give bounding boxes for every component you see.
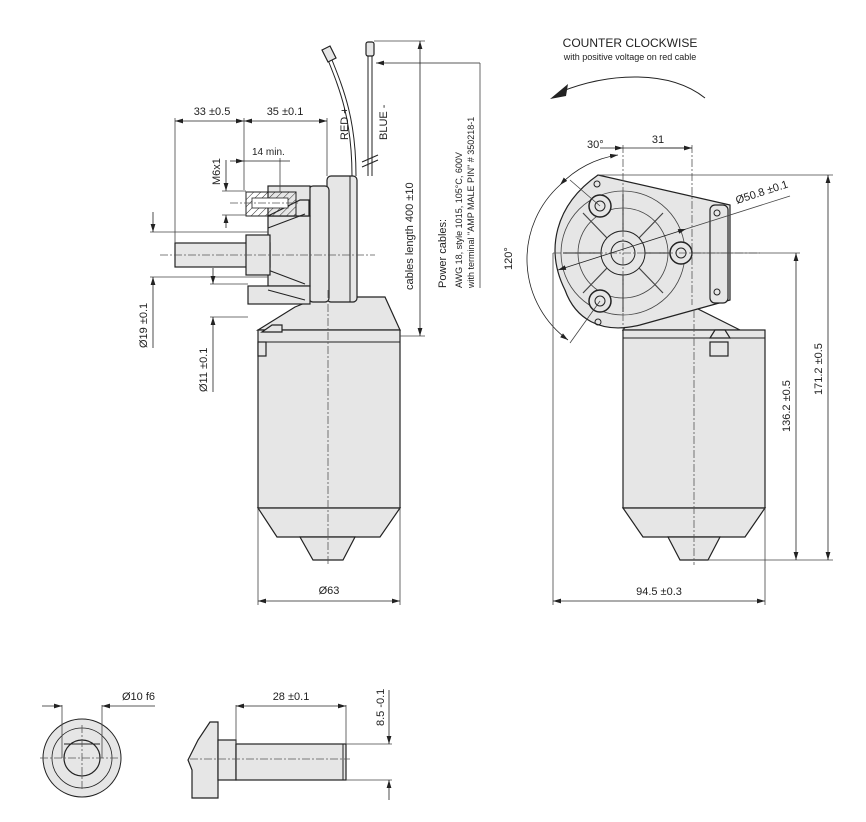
- cable-length-label: cables length 400 ±10: [404, 182, 416, 290]
- dim-bolt-circle: Ø50.8 ±0.1: [734, 179, 789, 207]
- rotation-title: COUNTER CLOCKWISE: [563, 36, 698, 50]
- dim-height-total: 171.2 ±0.5: [813, 343, 825, 395]
- dim-height-axis: 136.2 ±0.5: [781, 380, 793, 432]
- front-view: COUNTER CLOCKWISE with positive voltage …: [503, 36, 833, 605]
- dim-shaft-diameter: Ø19 ±0.1: [138, 303, 150, 348]
- blue-terminal: [365, 41, 375, 57]
- gear-housing: [326, 175, 358, 303]
- red-cable-label: RED +: [339, 107, 351, 140]
- rotation-subtitle: with positive voltage on red cable: [563, 52, 697, 62]
- thread-label: M6x1: [211, 158, 223, 185]
- red-cable: [327, 59, 353, 177]
- dim-width: 94.5 ±0.3: [636, 586, 682, 598]
- shaft-head: [187, 721, 219, 799]
- dim-shaft-length-28: 28 ±0.1: [273, 691, 310, 703]
- angle-120: 120°: [503, 247, 515, 270]
- dim-shaft-diameter-f6: Ø10 f6: [122, 691, 155, 703]
- blue-cable-label: BLUE -: [378, 104, 390, 140]
- motor-end-cap: [298, 536, 356, 561]
- side-view: 33 ±0.5 35 ±0.1 14 min. M6x1 Ø19 ±0.1 Ø1…: [138, 40, 481, 605]
- red-terminal: [321, 45, 337, 63]
- rotation-arrow: [559, 76, 706, 99]
- power-cables-title: Power cables:: [437, 219, 449, 288]
- shaft-body: [235, 743, 347, 781]
- power-cables-terminal: with terminal "AMP MALE PIN" # 350218-1: [466, 117, 476, 289]
- motor-can: [257, 329, 401, 509]
- angle-30: 30°: [587, 139, 604, 151]
- dim-flange-length: 35 ±0.1: [267, 106, 304, 118]
- shaft-detail: Ø10 f6 28 ±0.1 8.5 -0.1: [40, 689, 392, 800]
- dim-thread-depth: 14 min.: [252, 147, 285, 158]
- dim-shaft-length: 33 ±0.5: [194, 106, 231, 118]
- motor-end-cone: [256, 507, 402, 538]
- dim-offset: 31: [652, 134, 664, 146]
- power-cables-spec: AWG 18, style 1015, 105°C, 600V: [454, 152, 464, 288]
- rotation-arrow-head: [550, 84, 568, 99]
- dim-motor-diameter: Ø63: [319, 585, 340, 597]
- dim-boss-diameter: Ø11 ±0.1: [198, 348, 210, 392]
- dim-shaft-flat: 8.5 -0.1: [375, 689, 387, 726]
